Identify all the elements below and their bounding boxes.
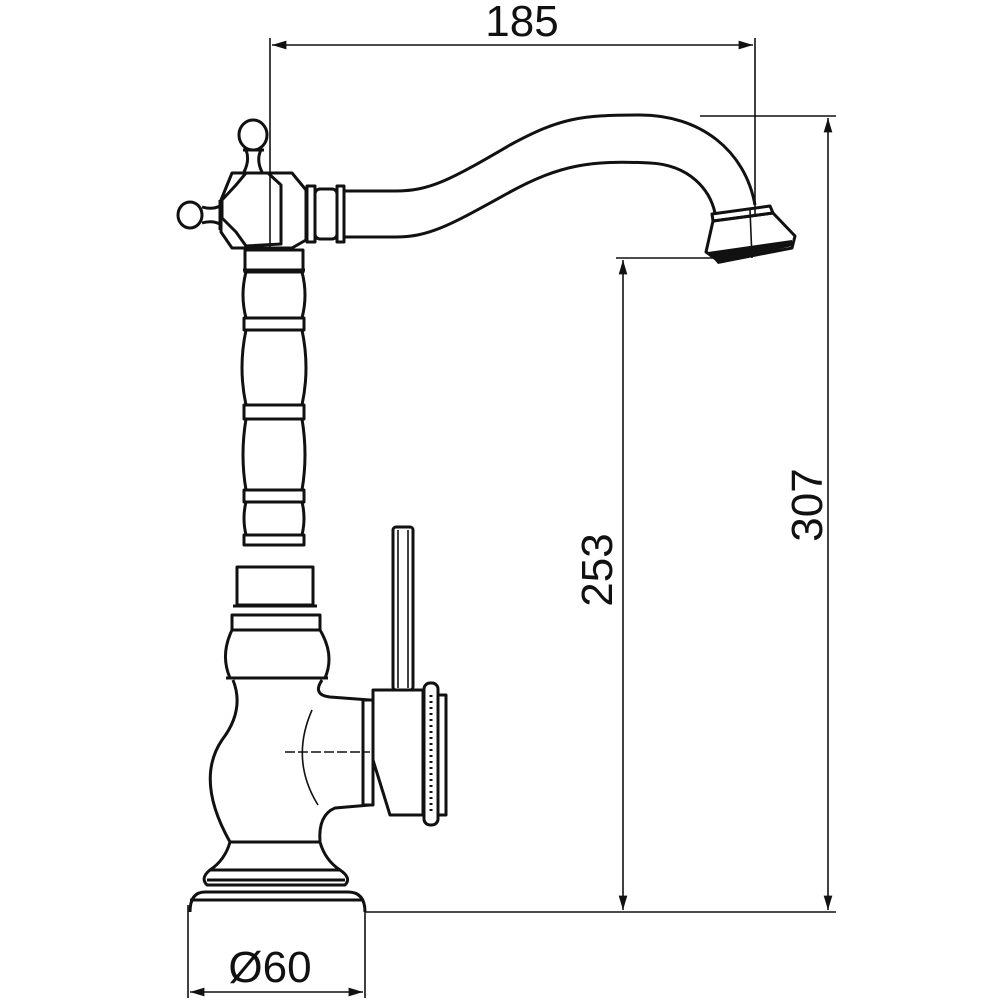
dimension-base-diameter: Ø60 [187, 905, 366, 998]
dimension-total-height: 307 [365, 115, 836, 913]
dimension-label-307: 307 [783, 468, 832, 541]
dimension-label-185: 185 [485, 0, 558, 46]
dimension-spout-reach: 185 [269, 0, 756, 250]
dimension-label-60: Ø60 [228, 943, 311, 992]
faucet-column [230, 248, 322, 632]
faucet-body [208, 525, 448, 844]
spout [344, 113, 797, 264]
dimension-label-253: 253 [573, 533, 622, 606]
faucet-base [188, 841, 367, 913]
dimension-outlet-height: 253 [573, 257, 715, 910]
faucet-head [176, 118, 346, 250]
